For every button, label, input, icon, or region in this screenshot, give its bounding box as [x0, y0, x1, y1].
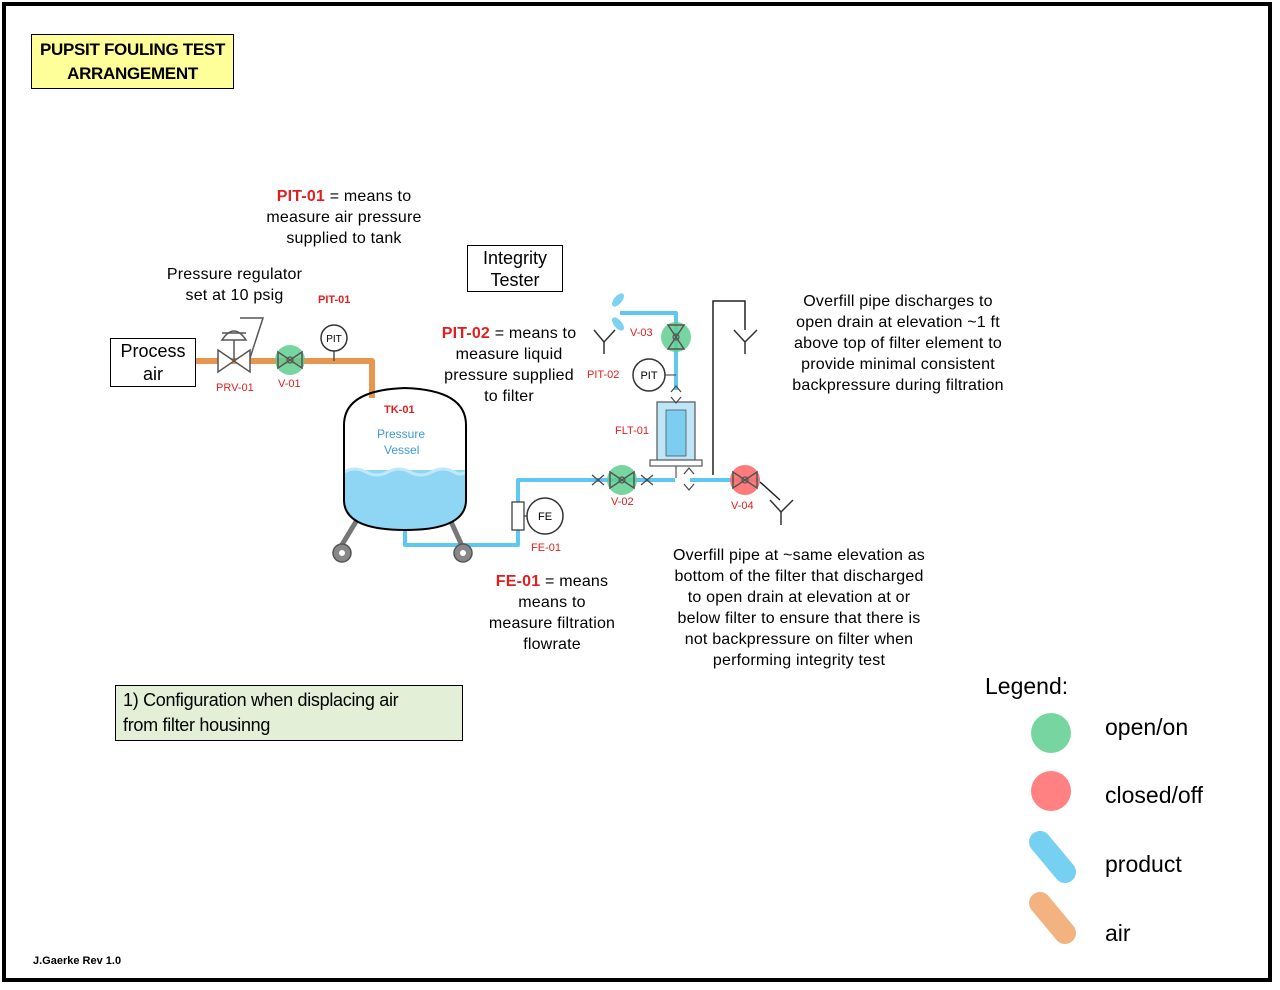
- pit-01-symbol: PIT: [326, 334, 342, 345]
- note-pit02-tag: PIT-02: [441, 325, 491, 342]
- title-line-2: ARRANGEMENT: [67, 64, 198, 83]
- note-fe01-line2: means to: [518, 594, 586, 611]
- valve-v01-icon: [275, 345, 305, 375]
- note-overfill-top-line4: provide minimal consistent: [801, 356, 995, 373]
- note-fe01-tag: FE-01: [495, 573, 541, 590]
- diagram-title: PUPSIT FOULING TEST ARRANGEMENT: [31, 34, 234, 89]
- note-overfill-bottom-line3: to open drain at elevation at or: [687, 589, 911, 606]
- legend-open-swatch: [1031, 713, 1071, 753]
- note-pit02: PIT-02 = means to measure liquid pressur…: [430, 323, 588, 407]
- spray-icon: [612, 293, 624, 331]
- note-fe01: FE-01 = means means to measure filtratio…: [476, 571, 628, 655]
- pit-02-instrument: [632, 358, 676, 392]
- pressure-vessel: [332, 386, 473, 563]
- filter-housing: [649, 385, 703, 491]
- tag-prv01: PRV-01: [216, 382, 254, 394]
- configuration-box: 1) Configuration when displacing air fro…: [115, 685, 463, 741]
- valve-v03-icon: [661, 322, 691, 352]
- note-overfill-top-line2: open drain at elevation ~1 ft: [796, 314, 1000, 331]
- note-overfill-top: Overfill pipe discharges to open drain a…: [778, 291, 1018, 396]
- note-pit01-tag: PIT-01: [276, 188, 326, 205]
- note-pit02-line2: measure liquid: [455, 346, 563, 363]
- note-overfill-bottom-line2: bottom of the filter that discharged: [674, 568, 924, 585]
- tag-v02: V-02: [611, 496, 634, 508]
- pressure-regulator-icon: [217, 317, 265, 374]
- tag-fe01: FE-01: [531, 542, 561, 554]
- tag-pit01: PIT-01: [318, 294, 351, 306]
- note-regulator-line2: set at 10 psig: [185, 287, 284, 304]
- overfill-pipes: [712, 300, 781, 501]
- note-fe01-line4: flowrate: [523, 636, 581, 653]
- tag-v01: V-01: [278, 378, 301, 390]
- note-fe01-line3: measure filtration: [488, 615, 616, 632]
- valve-v02-icon: [591, 465, 654, 495]
- integrity-tester-line-2: Tester: [490, 270, 540, 290]
- air-line: [196, 358, 375, 398]
- process-air-line-2: air: [142, 364, 163, 384]
- drain-funnel-icon: [593, 329, 794, 525]
- legend-title: Legend:: [985, 673, 1069, 699]
- fe-symbol: FE: [538, 511, 552, 523]
- tag-pit02: PIT-02: [587, 369, 620, 381]
- legend-swatches: [1029, 713, 1076, 944]
- configuration-line-2: from filter housinng: [123, 715, 271, 735]
- process-air-box: Process air: [110, 338, 196, 387]
- note-pit01-line1: = means to: [325, 188, 412, 205]
- legend-label-product: product: [1105, 851, 1182, 877]
- note-fe01-line1: = means: [540, 573, 609, 590]
- tank-label-vessel: Vessel: [384, 443, 420, 457]
- pit-02-symbol: PIT: [640, 370, 657, 382]
- legend-label-air: air: [1105, 920, 1131, 946]
- note-pit02-line1: = means to: [490, 325, 577, 342]
- integrity-tester-box: Integrity Tester: [467, 245, 563, 292]
- legend-air-swatch: [1029, 892, 1076, 944]
- note-overfill-bottom: Overfill pipe at ~same elevation as bott…: [654, 545, 944, 671]
- process-air-line-1: Process: [120, 341, 186, 361]
- pit-01-instrument: [320, 324, 348, 361]
- note-pit01-line2: measure air pressure: [266, 209, 422, 226]
- note-regulator: Pressure regulator set at 10 psig: [152, 264, 317, 306]
- legend-label-closed: closed/off: [1105, 782, 1204, 808]
- footer-revision: J.Gaerke Rev 1.0: [33, 955, 122, 967]
- note-pit02-line4: to filter: [484, 388, 534, 405]
- configuration-line-1: 1) Configuration when displacing air: [123, 690, 399, 710]
- legend-closed-swatch: [1031, 771, 1071, 811]
- tag-v04: V-04: [731, 500, 754, 512]
- legend-label-open: open/on: [1105, 714, 1189, 740]
- note-overfill-top-line5: backpressure during filtration: [792, 377, 1004, 394]
- tag-v03: V-03: [630, 327, 653, 339]
- note-pit01: PIT-01 = means to measure air pressure s…: [254, 186, 434, 249]
- note-overfill-top-line1: Overfill pipe discharges to: [803, 293, 993, 310]
- note-overfill-bottom-line1: Overfill pipe at ~same elevation as: [672, 547, 925, 564]
- legend-product-swatch: [1029, 831, 1076, 883]
- note-pit02-line3: pressure supplied: [444, 367, 574, 384]
- flow-element-icon: [511, 497, 564, 535]
- tag-flt01: FLT-01: [615, 425, 650, 437]
- note-pit01-line3: supplied to tank: [286, 230, 402, 247]
- valve-v04-icon: [730, 465, 760, 495]
- note-overfill-bottom-line6: performing integrity test: [712, 652, 886, 669]
- tag-tk01: TK-01: [384, 404, 415, 416]
- note-overfill-bottom-line5: not backpressure on filter when: [684, 631, 914, 648]
- note-regulator-line1: Pressure regulator: [166, 266, 303, 283]
- tank-label-pressure: Pressure: [377, 427, 426, 441]
- title-line-1: PUPSIT FOULING TEST: [39, 40, 226, 59]
- note-overfill-top-line3: above top of filter element to: [794, 335, 1002, 352]
- integrity-tester-line-1: Integrity: [482, 248, 548, 268]
- note-overfill-bottom-line4: below filter to ensure that there is: [677, 610, 921, 627]
